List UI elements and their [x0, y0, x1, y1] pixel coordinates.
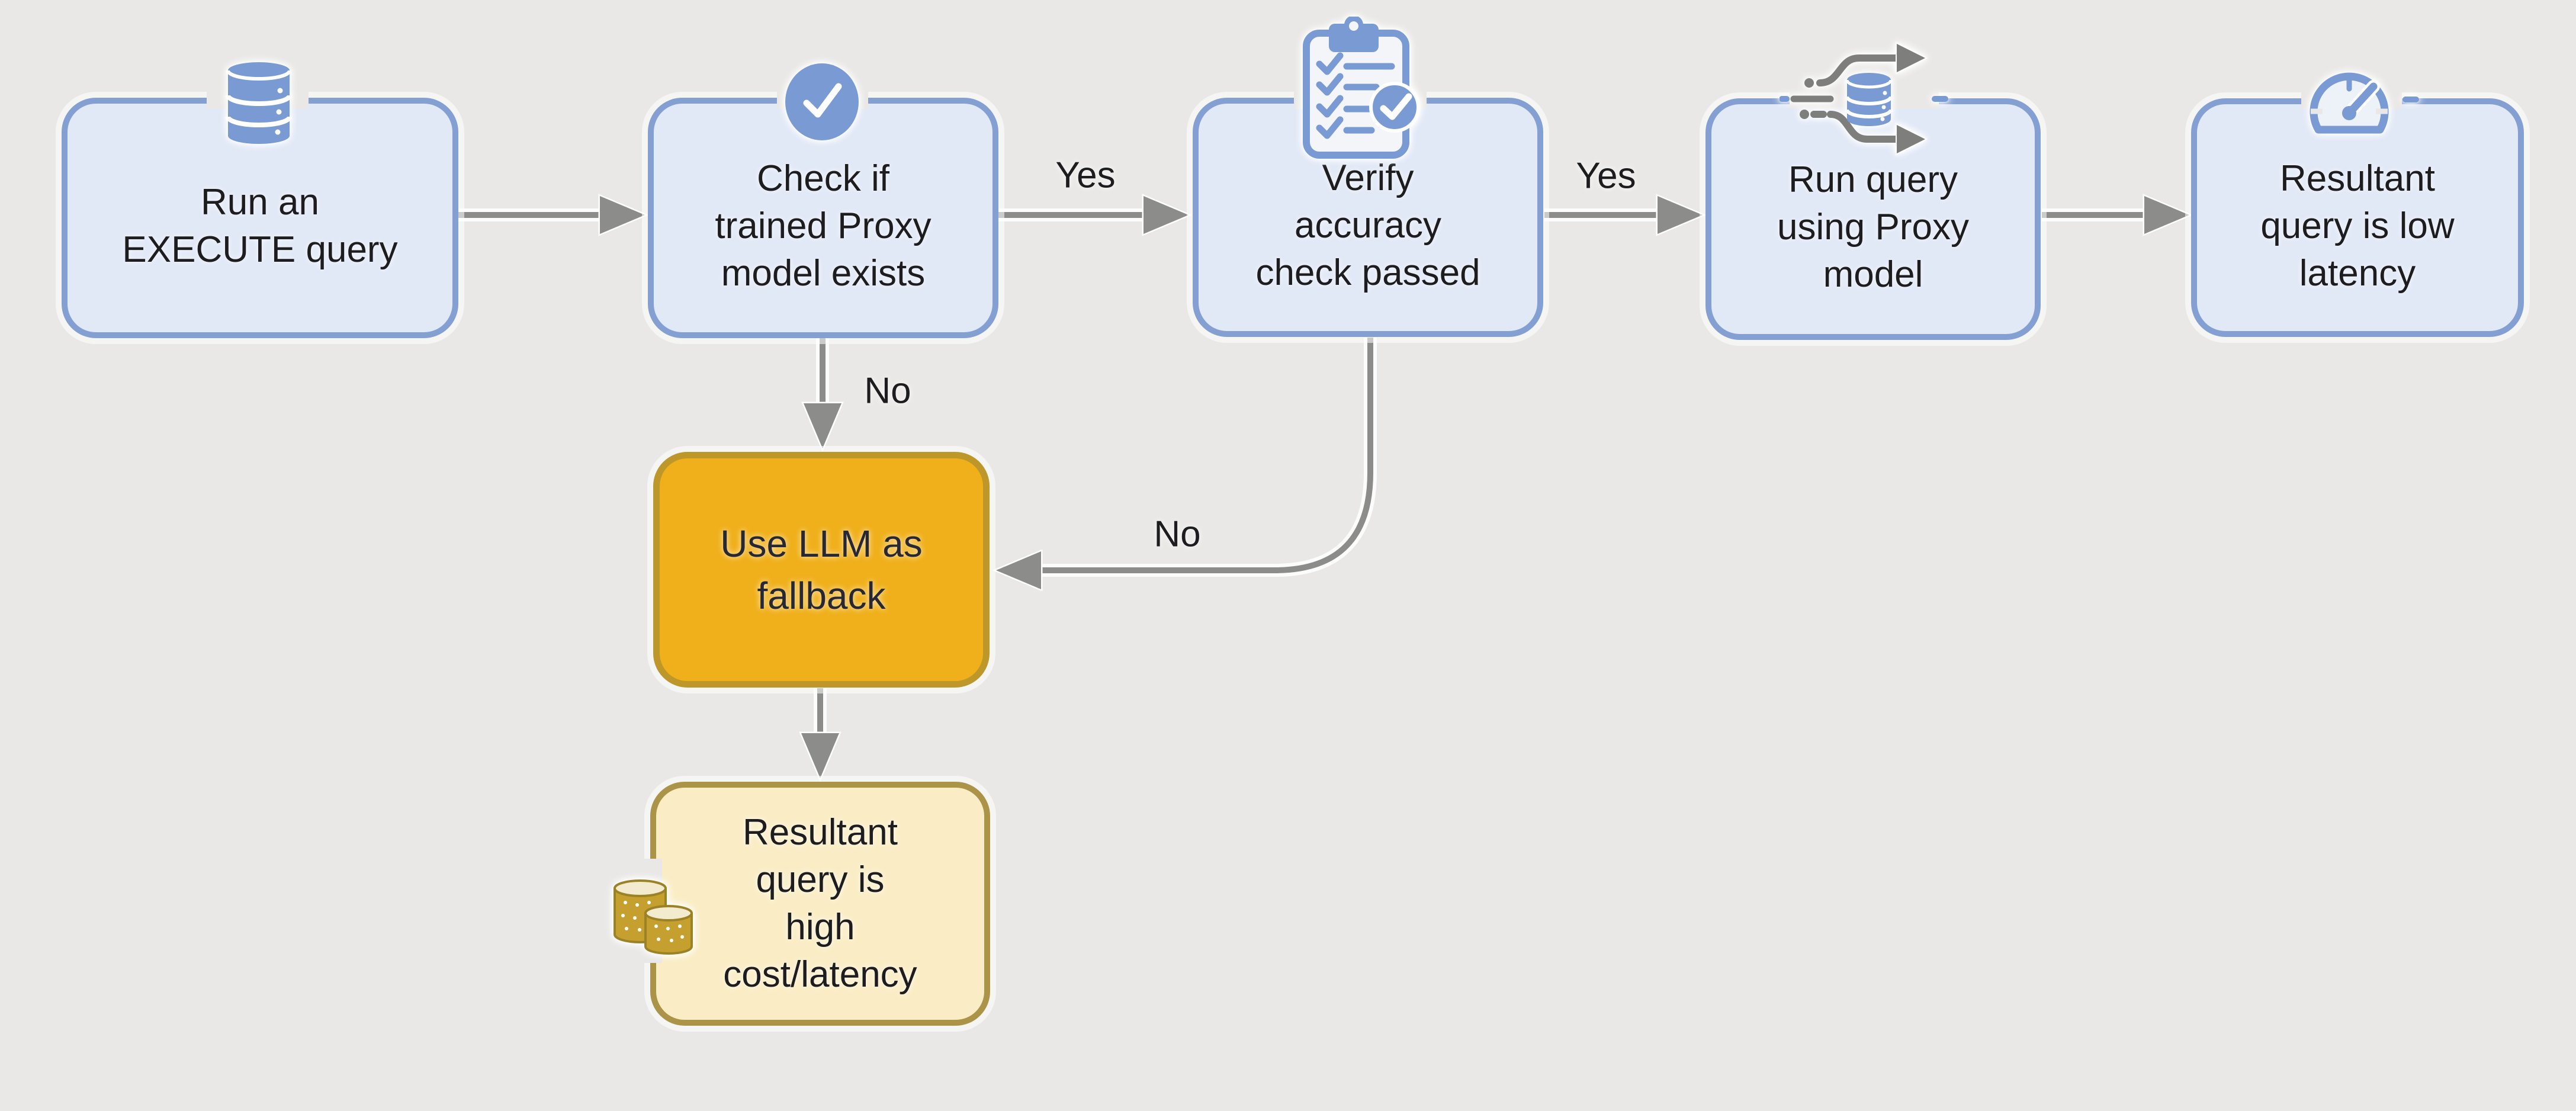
node-label: Check if trained Proxy model exists: [715, 155, 931, 297]
label-line: Use LLM as: [720, 522, 923, 565]
data-flow-icon: [1780, 41, 1948, 156]
node-label: Resultant query is high cost/latency: [723, 809, 917, 998]
label-line: Run query: [1788, 159, 1958, 200]
edge-fallback-to-highcost: [799, 688, 841, 782]
database-icon: [226, 62, 292, 144]
label-line: cost/latency: [723, 954, 917, 995]
node-resultant-high-cost: Resultant query is high cost/latency: [650, 782, 990, 1026]
edge-label-no-1: No: [864, 370, 911, 412]
label-line: Check if: [757, 158, 889, 199]
edge-label-no-2: No: [1154, 513, 1201, 555]
label-line: accuracy: [1294, 205, 1442, 246]
label-line: latency: [2299, 252, 2416, 294]
edge-runquery-to-lowlatency: [2042, 194, 2193, 236]
label-line: query is: [756, 859, 885, 900]
edge-label-yes-1: Yes: [1055, 155, 1116, 196]
label-line: high: [785, 907, 855, 948]
label-line: Resultant: [743, 812, 898, 853]
edge-check-no-to-fallback: [801, 338, 844, 452]
label-line: model exists: [721, 253, 926, 294]
checklist-clipboard-icon: [1303, 17, 1420, 159]
label-line: Verify: [1322, 158, 1414, 198]
label-line: fallback: [757, 574, 886, 617]
label-line: Resultant: [2280, 158, 2435, 199]
node-label: Run query using Proxy model: [1777, 156, 1969, 298]
check-circle-icon: [785, 63, 859, 140]
label-line: check passed: [1255, 252, 1480, 293]
coins-icon: [614, 879, 693, 955]
label-line: trained Proxy: [715, 205, 932, 246]
label-line: model: [1823, 254, 1923, 295]
node-label: Run an EXECUTE query: [122, 179, 397, 274]
label-line: Run an: [201, 182, 319, 223]
node-label: Verify accuracy check passed: [1255, 155, 1480, 297]
node-use-llm-fallback: Use LLM as fallback: [653, 452, 990, 688]
edge-check-to-verify: [994, 194, 1193, 236]
edge-verify-no-to-fallback: [992, 338, 1377, 592]
speedometer-icon: [2310, 72, 2419, 134]
edge-label-yes-2: Yes: [1576, 155, 1636, 197]
node-label: Resultant query is low latency: [2260, 155, 2454, 297]
label-line: using Proxy: [1777, 207, 1969, 248]
edge-execute-to-check: [452, 194, 649, 236]
label-line: query is low: [2260, 205, 2455, 246]
label-line: EXECUTE query: [122, 229, 398, 270]
node-resultant-low-latency: Resultant query is low latency: [2191, 98, 2524, 337]
edge-verify-to-runquery: [1544, 194, 1707, 236]
node-label: Use LLM as fallback: [720, 518, 922, 622]
